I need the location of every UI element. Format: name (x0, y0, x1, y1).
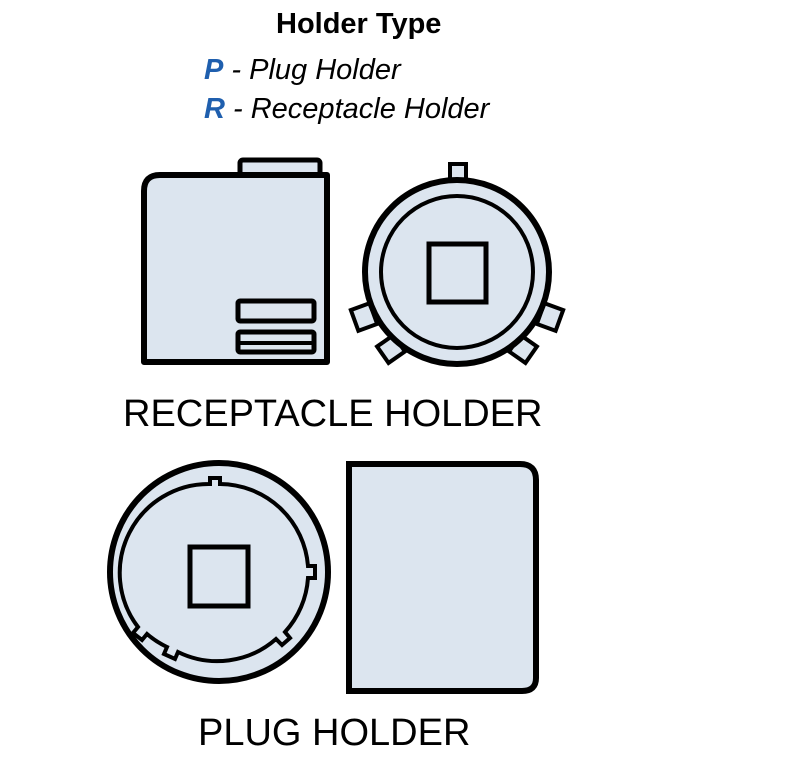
legend-code-p: P (204, 54, 224, 86)
legend-separator: - (224, 93, 251, 125)
legend-label-plug: Plug Holder (249, 54, 401, 86)
plug-body (346, 461, 539, 694)
legend-code-r: R (204, 93, 225, 125)
plug-holder-caption: PLUG HOLDER (198, 712, 471, 754)
receptacle-latch-upper (235, 298, 317, 324)
diagram-title: Holder Type (276, 8, 442, 40)
legend-label-receptacle: Receptacle Holder (250, 93, 490, 125)
receptacle-square-hole (426, 241, 489, 305)
receptacle-holder-side-view (141, 157, 330, 365)
plug-square-hole (187, 544, 251, 609)
receptacle-holder-caption: RECEPTACLE HOLDER (123, 393, 543, 435)
legend-separator: - (223, 54, 250, 86)
receptacle-holder-end-view (348, 162, 566, 367)
plug-holder-side-view (346, 461, 539, 694)
legend-item-receptacle: R - Receptacle Holder (204, 91, 489, 127)
plug-holder-end-view (107, 460, 331, 684)
legend-item-plug: P - Plug Holder (204, 52, 401, 88)
